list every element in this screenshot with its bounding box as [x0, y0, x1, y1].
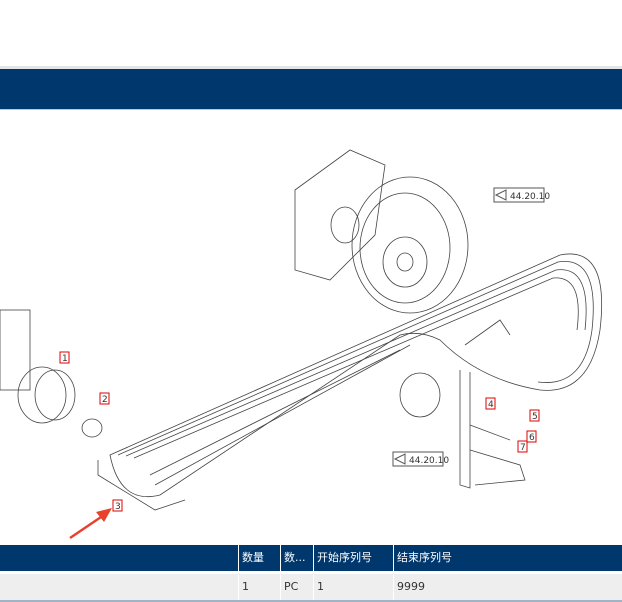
callout-6[interactable]: 6 — [529, 433, 535, 443]
reference-box-lower[interactable]: 44.20.10 — [392, 451, 449, 467]
callout-2[interactable]: 2 — [102, 395, 108, 405]
column-header-unit[interactable]: 数... — [280, 545, 313, 571]
v-belt — [109, 253, 603, 497]
cell-start-serial: 1 — [313, 574, 393, 600]
small-pulley — [0, 309, 103, 438]
column-header-start-serial[interactable]: 开始序列号 — [313, 545, 393, 571]
callout-1[interactable]: 1 — [62, 354, 68, 364]
table-header: 数量 数... 开始序列号 结束序列号 — [0, 545, 622, 571]
leader-line — [97, 460, 186, 511]
cell-quantity: 1 — [238, 574, 280, 600]
cell-unit: PC — [280, 574, 313, 600]
cell-end-serial: 9999 — [393, 574, 622, 600]
callout-7[interactable]: 7 — [520, 443, 526, 453]
reference-link[interactable]: 44.20.10 — [510, 192, 550, 202]
table-row[interactable]: 1 PC 1 9999 — [0, 571, 622, 602]
column-header-end-serial[interactable]: 结束序列号 — [393, 545, 622, 571]
top-divider — [0, 66, 622, 69]
callout-4[interactable]: 4 — [488, 400, 494, 410]
title-bar — [0, 69, 622, 110]
column-header-quantity[interactable]: 数量 — [238, 545, 280, 571]
parts-diagram: 44.20.10 44.20.10 1 2 3 4 5 6 7 — [0, 149, 603, 540]
drive-pulley — [294, 149, 469, 314]
parts-table: 数量 数... 开始序列号 结束序列号 1 PC 1 9999 — [0, 545, 622, 602]
callout-5[interactable]: 5 — [532, 412, 538, 422]
callout-3[interactable]: 3 — [115, 502, 121, 512]
tensioner-bracket — [399, 319, 526, 489]
reference-link[interactable]: 44.20.10 — [409, 456, 449, 466]
highlight-arrow-icon — [69, 508, 112, 540]
reference-box-upper[interactable]: 44.20.10 — [493, 187, 550, 203]
